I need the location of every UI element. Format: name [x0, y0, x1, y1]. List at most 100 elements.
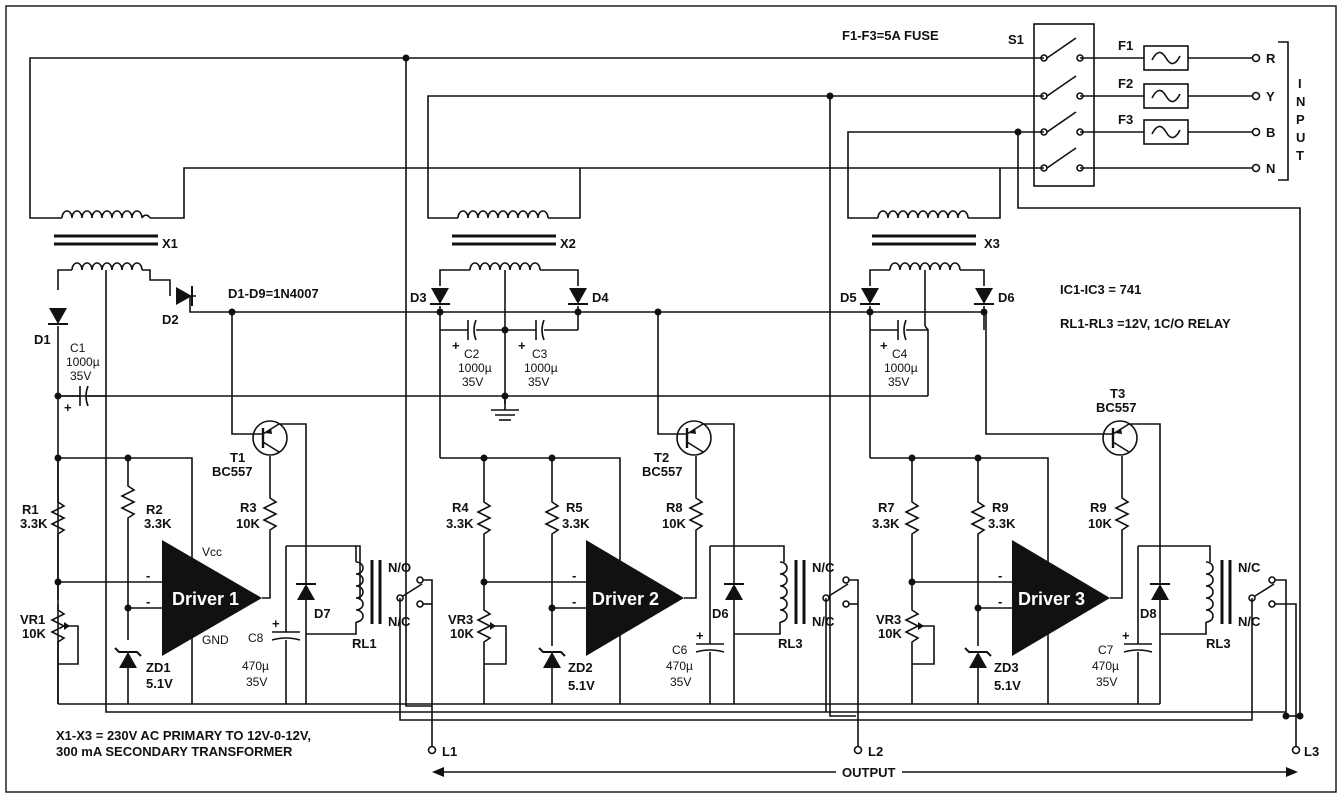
diode-d2-label: D2 — [162, 312, 179, 327]
svg-text:-: - — [998, 594, 1002, 609]
transistor-t2-part: BC557 — [642, 464, 682, 479]
capacitor-c1-value: 1000µ — [66, 355, 100, 369]
output-section: L1 L2 L3 OUTPUT — [427, 736, 1319, 780]
capacitor-c8-volt: 35V — [246, 675, 267, 689]
input-letter-3: P — [1296, 112, 1305, 127]
relay-rl3-top: N/C — [1238, 560, 1261, 575]
input-letter-5: T — [1296, 148, 1304, 163]
diode-d3-label: D3 — [410, 290, 427, 305]
resistor-r7-value: 3.3K — [872, 516, 900, 531]
capacitor-c6-value: 470µ — [666, 659, 693, 673]
diode-d6 — [973, 287, 995, 305]
svg-text:-: - — [572, 594, 576, 609]
svg-text:+: + — [1122, 628, 1130, 643]
output-terminal-l2 — [853, 745, 863, 755]
zener-zd2-name: ZD2 — [568, 660, 593, 675]
pot-vr1-name: VR1 — [20, 612, 45, 627]
capacitor-c7-name: C7 — [1098, 643, 1114, 657]
svg-text:+: + — [518, 338, 526, 353]
diode-d4 — [567, 287, 589, 305]
relay-rl2-coil — [779, 561, 788, 623]
resistor-r3-name: R3 — [240, 500, 257, 515]
switch-s1-label: S1 — [1008, 32, 1024, 47]
capacitor-c3-value: 1000µ — [524, 361, 558, 375]
resistor-r2-value: 3.3K — [144, 516, 172, 531]
diode-d8 — [1149, 583, 1171, 601]
terminal-n — [1251, 163, 1261, 173]
relay-rl3-coil — [1205, 561, 1214, 623]
terminal-y-label: Y — [1266, 89, 1275, 104]
transistor-t1 — [251, 419, 289, 457]
resistor-r1-value: 3.3K — [20, 516, 48, 531]
svg-text:+: + — [272, 616, 280, 631]
transformer-x1-label: X1 — [162, 236, 178, 251]
transformer-x2-label: X2 — [560, 236, 576, 251]
zener-zd1-value: 5.1V — [146, 676, 173, 691]
resistor-r9b-name: R9 — [1090, 500, 1107, 515]
capacitor-c2-value: 1000µ — [458, 361, 492, 375]
transistor-t3-part: BC557 — [1096, 400, 1136, 415]
note-transformer-1: X1-X3 = 230V AC PRIMARY TO 12V-0-12V, — [56, 728, 311, 743]
pot-vr3a-value: 10K — [450, 626, 474, 641]
transistor-t1-part: BC557 — [212, 464, 252, 479]
diode-d8-label: D8 — [1140, 606, 1157, 621]
resistor-r9a-name: R9 — [992, 500, 1009, 515]
capacitor-c7-value: 470µ — [1092, 659, 1119, 673]
capacitor-c6-name: C6 — [672, 643, 688, 657]
resistor-r2-name: R2 — [146, 502, 163, 517]
capacitor-c3-name: C3 — [532, 347, 548, 361]
zener-zd2-value: 5.1V — [568, 678, 595, 693]
diode-d6-label: D6 — [998, 290, 1015, 305]
capacitor-c1: + C1 1000µ 35V — [58, 341, 106, 415]
note-diodes: D1-D9=1N4007 — [228, 286, 319, 301]
output-terminal-l3-label: L3 — [1304, 744, 1319, 759]
resistor-r9a-value: 3.3K — [988, 516, 1016, 531]
relay-rl1-no: N/O — [388, 560, 411, 575]
bottom-rails — [58, 598, 1304, 748]
diode-d7-label: D7 — [314, 606, 331, 621]
output-terminal-l3 — [1291, 745, 1301, 755]
resistor-r4-name: R4 — [452, 500, 469, 515]
resistor-r4-value: 3.3K — [446, 516, 474, 531]
fuse-f2 — [1143, 83, 1189, 109]
rectifier-wiring — [54, 269, 988, 704]
svg-text:-: - — [572, 568, 576, 583]
pot-vr3b-name: VR3 — [876, 612, 901, 627]
relay-rl2-bottom: N/C — [812, 614, 835, 629]
driver-3-opamp — [1012, 540, 1110, 656]
svg-text:+: + — [880, 338, 888, 353]
input-letter-1: I — [1298, 76, 1302, 91]
relay-rl3-bottom: N/C — [1238, 614, 1261, 629]
resistor-r3-value: 10K — [236, 516, 260, 531]
zener-zd3-name: ZD3 — [994, 660, 1019, 675]
svg-text:+: + — [452, 338, 460, 353]
diagram-frame — [5, 5, 1337, 793]
capacitor-c3-volt: 35V — [528, 375, 549, 389]
capacitor-c2-name: C2 — [464, 347, 480, 361]
diode-d1 — [47, 307, 69, 325]
fuse-f2-label: F2 — [1118, 76, 1133, 91]
diode-d3 — [429, 287, 451, 305]
primary-wiring — [29, 54, 1301, 717]
driver-1-gnd: GND — [202, 633, 229, 647]
svg-text:-: - — [998, 568, 1002, 583]
switch-s1-box — [1033, 23, 1095, 187]
capacitor-c7-volt: 35V — [1096, 675, 1117, 689]
capacitor-c1-volt: 35V — [70, 369, 91, 383]
transistor-t2-name: T2 — [654, 450, 669, 465]
driver-1-vcc: Vcc — [202, 545, 222, 559]
resistor-r5-name: R5 — [566, 500, 583, 515]
output-terminal-l2-label: L2 — [868, 744, 883, 759]
input-switch-block: S1 F1 F2 F3 — [1008, 23, 1305, 187]
relay-rl3-name: RL3 — [1206, 636, 1231, 651]
input-letter-4: U — [1296, 130, 1305, 145]
svg-text:-: - — [146, 568, 150, 583]
transistor-t3 — [1101, 419, 1139, 457]
resistor-r8-name: R8 — [666, 500, 683, 515]
output-terminal-l1-label: L1 — [442, 744, 457, 759]
transformer-x2: X2 — [452, 210, 576, 271]
pot-vr1-value: 10K — [22, 626, 46, 641]
capacitor-c2: + C2 1000µ 35V — [440, 319, 505, 389]
stage-1: R1 3.3K R2 3.3K VR1 10K ZD1 5.1V Driver … — [20, 312, 433, 736]
